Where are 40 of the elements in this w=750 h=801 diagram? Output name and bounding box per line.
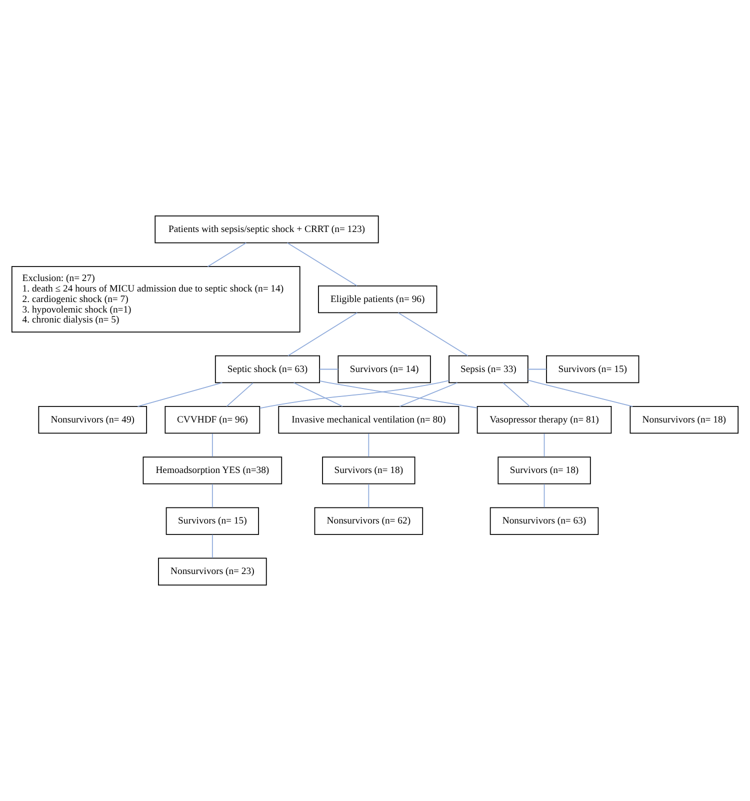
connector: [259, 380, 450, 409]
node-box: Nonsurvivors (n= 49): [38, 406, 148, 434]
connector: [293, 382, 343, 407]
connector: [319, 380, 478, 408]
connector: [528, 380, 634, 407]
connector: [544, 433, 545, 458]
node-box: Nonsurvivors (n= 62): [314, 507, 424, 535]
connector: [212, 484, 213, 508]
connector: [137, 382, 223, 407]
connector: [528, 368, 547, 370]
connector: [207, 242, 247, 268]
node-box: Nonsurvivors (n= 63): [490, 507, 599, 535]
node-box: Vasopressor therapy (n= 81): [476, 406, 612, 434]
node-box: Patients with sepsis/septic shock + CRRT (n= 123): [154, 216, 379, 244]
node-box: Survivors (n= 18): [498, 456, 591, 484]
node-box: Nonsurvivors (n= 18): [630, 406, 739, 434]
node-box: Eligible patients (n= 96): [318, 285, 438, 314]
node-box: Septic shock (n= 63): [214, 355, 320, 384]
connector: [212, 534, 213, 558]
node-box: Exclusion: (n= 27) 1. death ≤ 24 hours of MICU admission due to septic shock (n= 14) 2. cardiogenic shock (n= 7) 3. hypovolemic shock (n=1) 4. chronic dialysis (n= 5): [11, 266, 300, 332]
node-box: Survivors (n= 15): [546, 355, 640, 384]
connector: [399, 382, 458, 407]
node-box: Sepsis (n= 33): [448, 355, 528, 384]
node-box: CVVHDF (n= 96): [164, 406, 260, 434]
node-box: Survivors (n= 15): [166, 507, 259, 535]
connector: [544, 484, 545, 508]
connector: [368, 484, 370, 508]
node-box: Survivors (n= 18): [322, 456, 416, 484]
connector: [502, 382, 530, 407]
connector: [288, 312, 358, 356]
connector: [398, 312, 468, 356]
connector: [286, 242, 358, 286]
node-box: Survivors (n= 14): [338, 355, 431, 384]
node-box: Nonsurvivors (n= 23): [158, 558, 267, 586]
connector: [368, 433, 370, 458]
connector: [212, 433, 213, 458]
connector: [319, 368, 339, 370]
node-box: Invasive mechanical ventilation (n= 80): [278, 406, 460, 434]
connector: [226, 382, 254, 407]
node-box: Hemoadsorption YES (n=38): [142, 456, 282, 484]
